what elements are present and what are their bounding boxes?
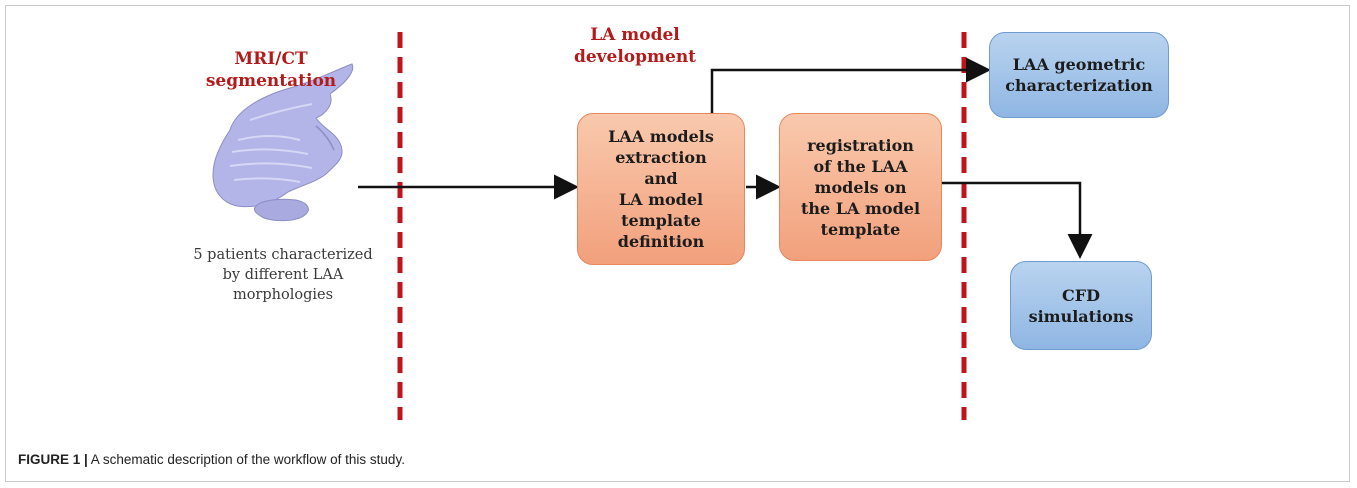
box-geometric-characterization: LAA geometric characterization <box>989 32 1169 118</box>
stage-title-model-development: LA model development <box>573 25 697 67</box>
box-extraction: LAA models extraction and LA model templ… <box>577 113 745 265</box>
box-registration: registration of the LAA models on the LA… <box>779 113 942 261</box>
box-cfd-label: CFD simulations <box>1028 285 1134 326</box>
figure-caption-label: FIGURE 1 | <box>18 452 88 467</box>
box-registration-label: registration of the LAA models on the LA… <box>800 135 921 239</box>
figure-caption: FIGURE 1 | A schematic description of th… <box>18 452 405 467</box>
stage-title-segmentation: MRI/CT segmentation <box>205 49 337 91</box>
box-extraction-label: LAA models extraction and LA model templ… <box>608 127 714 251</box>
la-model-image <box>212 63 354 222</box>
arrow-to-geometric <box>710 57 991 113</box>
box-cfd-simulations: CFD simulations <box>1010 261 1152 350</box>
box-geometric-label: LAA geometric characterization <box>1005 55 1153 95</box>
patients-caption: 5 patients characterized by different LA… <box>193 247 373 303</box>
figure-caption-text: A schematic description of the workflow … <box>87 452 405 467</box>
arrow-to-cfd <box>942 181 1093 259</box>
